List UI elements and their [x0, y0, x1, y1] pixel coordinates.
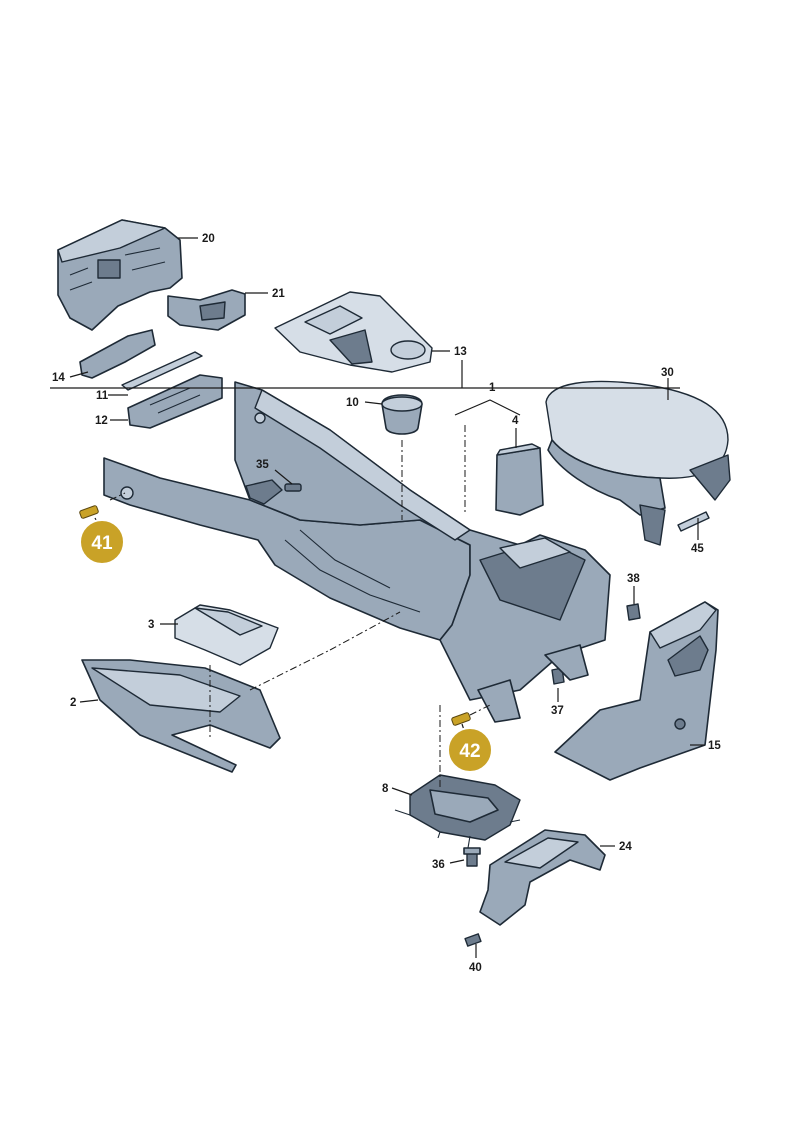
part-2-side-trim [81, 659, 281, 773]
callout-37: 37 [551, 705, 564, 717]
callout-3: 3 [148, 619, 154, 631]
callout-15: 15 [708, 740, 721, 752]
callout-10: 10 [346, 397, 359, 409]
part-20-bracket [57, 219, 183, 331]
screw-42-gold [451, 712, 471, 726]
callout-35: 35 [256, 459, 269, 471]
callout-8: 8 [382, 783, 389, 795]
callout-labels: 20 21 13 14 11 1 30 10 12 4 35 45 38 3 2… [52, 233, 721, 974]
part-30-armrest [545, 380, 731, 546]
callout-4: 4 [512, 415, 519, 427]
callout-12: 12 [95, 415, 108, 427]
badge-42[interactable]: 42 [447, 727, 493, 773]
part-37-clip [544, 644, 589, 685]
callout-40: 40 [469, 962, 482, 974]
callout-36: 36 [432, 859, 445, 871]
assembly-axis-lines [109, 425, 491, 790]
part-15-rear-panel [554, 601, 719, 781]
callout-2: 2 [70, 697, 76, 709]
callout-11: 11 [96, 390, 109, 402]
part-36-screw [463, 847, 481, 867]
callout-21: 21 [272, 288, 285, 300]
part-24-support-bracket [479, 829, 606, 926]
callout-14: 14 [52, 372, 65, 384]
part-21-bracket [167, 289, 246, 331]
callout-38: 38 [627, 573, 640, 585]
screw-41-gold [79, 505, 99, 519]
part-10-cup-holder [381, 394, 423, 435]
part-38-clip [626, 603, 641, 621]
part-14-bracket [79, 329, 156, 379]
badge-41[interactable]: 41 [79, 519, 125, 565]
part-45-pin [677, 511, 710, 532]
badge-42-label: 42 [459, 741, 480, 762]
callout-45: 45 [691, 543, 704, 555]
part-3-cover [174, 604, 279, 666]
part-13-top-cover [274, 291, 433, 373]
part-35-screw [284, 483, 302, 492]
callout-30: 30 [661, 367, 674, 379]
callout-24: 24 [619, 841, 632, 853]
part-4-storage-insert [495, 443, 544, 516]
callout-1: 1 [489, 382, 496, 394]
part-8-mount-bracket [394, 774, 521, 849]
part-1-center-console [103, 381, 611, 723]
callout-20: 20 [202, 233, 215, 245]
part-35-switch [245, 479, 283, 505]
badge-41-label: 41 [91, 533, 113, 554]
callout-13: 13 [454, 346, 467, 358]
part-40-screw [464, 933, 482, 947]
